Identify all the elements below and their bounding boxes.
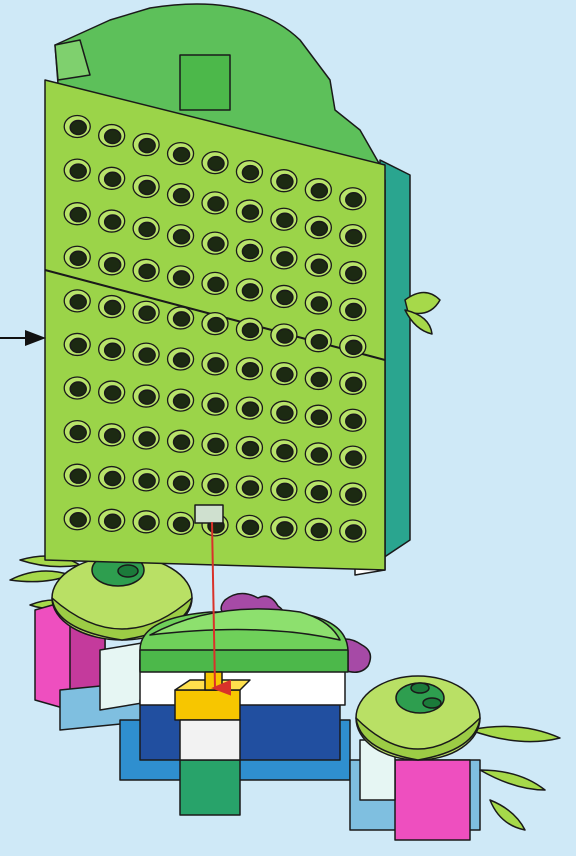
stud-hole — [139, 348, 155, 362]
stud-hole — [346, 451, 362, 465]
stud-hole — [311, 410, 327, 424]
right-pink-block — [395, 760, 470, 840]
stud-hole — [346, 303, 362, 317]
stud-hole — [139, 222, 155, 236]
stud-hole — [139, 474, 155, 488]
stud-hole — [277, 290, 293, 304]
yellow-clip-brick — [175, 690, 240, 720]
stud-hole — [174, 476, 190, 490]
stud-hole — [277, 483, 293, 497]
stud-hole — [242, 323, 258, 337]
stud-hole — [346, 377, 362, 391]
stud-hole — [174, 148, 190, 162]
stud-hole — [105, 172, 121, 186]
stud-hole — [139, 516, 155, 530]
stud-hole — [242, 166, 258, 180]
stud-hole — [208, 197, 224, 211]
stud-hole — [174, 271, 190, 285]
stud-hole — [70, 382, 86, 396]
stud-hole — [105, 258, 121, 272]
stud-hole — [277, 406, 293, 420]
stud-hole — [277, 522, 293, 536]
stud-hole — [242, 442, 258, 456]
stud-hole — [277, 175, 293, 189]
stud-hole — [105, 301, 121, 315]
stud-hole — [311, 372, 327, 386]
stud-hole — [346, 267, 362, 281]
stud-hole — [346, 340, 362, 354]
stud-hole — [70, 251, 86, 265]
stud-hole — [277, 445, 293, 459]
stud-hole — [311, 448, 327, 462]
stud-hole — [174, 312, 190, 326]
yellow-clip-tab — [205, 672, 222, 690]
stud-hole — [208, 318, 224, 332]
stud-hole — [242, 520, 258, 534]
stud-hole — [139, 306, 155, 320]
stud-hole — [139, 390, 155, 404]
stud-hole — [70, 208, 86, 222]
stud-hole — [311, 184, 327, 198]
stud-hole — [242, 402, 258, 416]
stud-hole — [139, 139, 155, 153]
stud-hole — [311, 523, 327, 537]
stud-hole — [105, 343, 121, 357]
frame-connector — [195, 505, 223, 523]
stud-hole — [242, 363, 258, 377]
stud-hole — [277, 329, 293, 343]
stud-hole — [105, 514, 121, 528]
stud-hole — [105, 130, 121, 144]
stud-hole — [242, 205, 258, 219]
stud-hole — [70, 469, 86, 483]
center-lower-block — [180, 760, 240, 815]
stud-hole — [70, 426, 86, 440]
stud-hole — [208, 358, 224, 372]
stud-hole — [311, 259, 327, 273]
stud-hole — [105, 472, 121, 486]
stud-hole — [208, 398, 224, 412]
stud-hole — [70, 164, 86, 178]
stud-hole — [346, 193, 362, 207]
stud-hole — [277, 252, 293, 266]
stud-hole — [139, 432, 155, 446]
stud-hole — [105, 215, 121, 229]
stud-hole — [70, 121, 86, 135]
stud-hole — [208, 237, 224, 251]
stud-hole — [311, 335, 327, 349]
stud-hole — [242, 481, 258, 495]
stud-hole — [346, 525, 362, 539]
stud-hole — [105, 386, 121, 400]
stud-hole — [242, 284, 258, 298]
stud-hole — [208, 438, 224, 452]
stud-hole — [174, 394, 190, 408]
stud-hole — [139, 264, 155, 278]
stud-hole — [277, 368, 293, 382]
stud-hole — [174, 517, 190, 531]
stud-hole — [311, 221, 327, 235]
stud-hole — [208, 277, 224, 291]
stud-hole — [311, 486, 327, 500]
stud-hole — [311, 297, 327, 311]
stud-hole — [208, 157, 224, 171]
stud-hole — [346, 230, 362, 244]
stud-hole — [70, 295, 86, 309]
stud-hole — [174, 353, 190, 367]
stud-hole — [277, 213, 293, 227]
stud-hole — [174, 435, 190, 449]
stud-hole — [139, 180, 155, 194]
stud-hole — [70, 513, 86, 527]
stud-hole — [242, 244, 258, 258]
stud-hole — [346, 488, 362, 502]
stud-hole — [105, 429, 121, 443]
stud-hole — [70, 338, 86, 352]
stud-hole — [174, 189, 190, 203]
stud-hole — [174, 230, 190, 244]
stud-hole — [346, 414, 362, 428]
stud-hole — [208, 479, 224, 493]
